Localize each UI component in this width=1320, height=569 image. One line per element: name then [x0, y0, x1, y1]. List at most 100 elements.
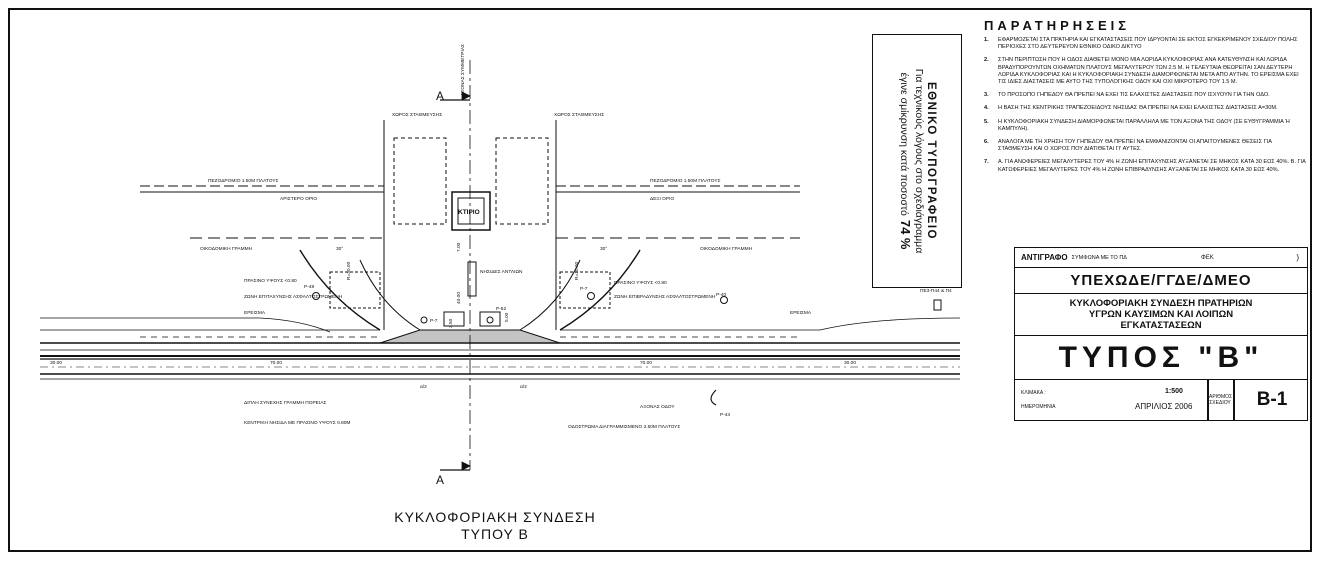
- road-sidewalk-label: ΟΔΟΣΤΡΩΜΑ ΔΙΑΓΡΑΜΜΙΣΜΕΝΟ 2.50Μ ΠΛΑΤΟΥΣ: [568, 424, 680, 430]
- building-line-right-label: ΟΙΚΟΔΟΜΙΚΗ ΓΡΑΜΜΗ: [700, 246, 753, 252]
- project-line-3: ΕΓΚΑΤΑΣΤΑΣΕΩΝ: [1120, 320, 1202, 331]
- stamp-line-2-text: έγινε σμίκρυνση κατά ποσοστό: [898, 72, 910, 216]
- road-axis-label: ΑΞΟΝΑΣ ΟΔΟΥ: [640, 404, 675, 410]
- sidewalk-right-label: ΠΕΖΟΔΡΟΜΙΟ 1.50Μ ΠΛΑΤΟΥΣ: [650, 178, 721, 184]
- date-value: ΑΠΡΙΛΙΟΣ 2006: [1135, 402, 1193, 411]
- drawing-type: ΤΥΠΟΣ "Β": [1015, 336, 1307, 380]
- footer-divider: [1233, 380, 1235, 420]
- copy-row: ΑΝΤΙΓΡΑΦΟ ΣΥΜΦΩΝΑ ΜΕ ΤΟ ΠΔ ΦΕΚ ): [1015, 248, 1307, 268]
- drawing-labels: Α Α ΚΤΙΡΙΟ ΧΩΡΟΣ ΣΤΑΘΜΕΥΣΗΣ ΧΩΡΟΣ ΣΤΑΘΜΕ…: [50, 44, 952, 487]
- stamp-title: ΕΘΝΙΚΟ ΤΥΠΟΓΡΑΦΕΙΟ: [925, 82, 937, 240]
- axes: [440, 60, 471, 471]
- dim-a2-right: α/2: [520, 384, 527, 390]
- green-curb-left-label: ΠΡΑΣΙΝΟ ΥΨΟΥΣ <0.80: [244, 278, 297, 284]
- footer-row: ΚΛΙΜΑΚΑ : 1:500 ΗΜΕΡΟΜΗΝΙΑ ΑΠΡΙΛΙΟΣ 2006…: [1015, 380, 1307, 420]
- main-road: [40, 317, 961, 380]
- note-item: 1. ΕΦΑΡΜΟΖΕΤΑΙ ΣΤΑ ΠΡΑΤΗΡΙΑ ΚΑΙ ΕΓΚΑΤΑΣΤΑ…: [984, 37, 1306, 51]
- note-text: Η ΚΥΚΛΟΦΟΡΙΑΚΗ ΣΥΝΔΕΣΗ ΔΙΑΜΟΡΦΩΝΕΤΑΙ ΠΑΡ…: [998, 118, 1290, 132]
- dim-r30-left: R=30.00: [346, 261, 352, 280]
- shoulder-left-label: ΕΡΕΙΣΜΑ: [244, 310, 266, 316]
- dim-500: 5.00: [504, 312, 510, 322]
- sign-p7-right: Ρ-7: [580, 286, 588, 292]
- note-number: 6.: [984, 139, 989, 146]
- note-number: 1.: [984, 37, 989, 43]
- note-text: ΣΤΗΝ ΠΕΡΙΠΤΩΣΗ ΠΟΥ Η ΟΔΟΣ ΔΙΑΘΕΤΕΙ ΜΟΝΟ …: [998, 57, 1299, 86]
- sign-p7-left: Ρ-7: [430, 318, 438, 324]
- notes-title: ΠΑΡΑΤΗΡΗΣΕΙΣ: [984, 18, 1131, 33]
- stamp-line-2: έγινε σμίκρυνση κατά ποσοστό 74 %: [897, 37, 913, 285]
- note-number: 3.: [984, 92, 989, 99]
- sign-p52: Ρ-52: [496, 306, 506, 312]
- sign-p44: Ρ-44: [720, 412, 730, 418]
- stamp-percent: 74 %: [898, 219, 913, 250]
- scale-value: 1:500: [1165, 388, 1183, 395]
- project-line-2: ΥΓΡΩΝ ΚΑΥΣΙΜΩΝ ΚΑΙ ΛΟΙΠΩΝ: [1088, 309, 1234, 320]
- organization: ΥΠΕΧΩΔΕ/ΓΓΔΕ/ΔΜΕΟ: [1015, 268, 1307, 294]
- footer-divider: [1207, 380, 1209, 420]
- caption-line-2: ΤΥΠΟΥ Β: [461, 526, 529, 542]
- copy-sub: ΣΥΜΦΩΝΑ ΜΕ ΤΟ ΠΔ: [1071, 254, 1127, 261]
- green-curb-right-label: ΠΡΑΣΙΝΟ ΥΨΟΥΣ <0.80: [614, 280, 667, 286]
- connection-geometry: [140, 120, 942, 406]
- parking-right: [495, 137, 549, 225]
- sheet-border: [8, 8, 1312, 552]
- title-block: ΑΝΤΙΓΡΑΦΟ ΣΥΜΦΩΝΑ ΜΕ ΤΟ ΠΔ ΦΕΚ ) ΥΠΕΧΩΔΕ…: [1014, 247, 1308, 421]
- dim-a2-left: α/2: [420, 384, 427, 390]
- continuous-line-label: ΔΙΠΛΗ ΣΥΝΕΧΗΣ ΓΡΑΜΜΗ ΠΟΡΕΙΑΣ: [244, 400, 326, 406]
- parking-right-label: ΧΩΡΟΣ ΣΤΑΘΜΕΥΣΗΣ: [554, 112, 604, 118]
- section-mark-bottom: Α: [436, 473, 444, 487]
- building-line-left-label: ΟΙΚΟΔΟΜΙΚΗ ΓΡΑΜΜΗ: [200, 246, 253, 252]
- stamp-text: ΕΘΝΙΚΟ ΤΥΠΟΓΡΑΦΕΙΟ Για τεχνικούς λόγους …: [897, 37, 937, 285]
- note-number: 5.: [984, 118, 989, 125]
- station-axis-label: ΑΞΟΝΑΣ ΣΥΜΜΕΤΡΙΑΣ: [460, 44, 466, 96]
- sign-p40: Ρ-40: [716, 292, 726, 298]
- note-number: 4.: [984, 105, 989, 112]
- typography-stamp: ΕΘΝΙΚΟ ΤΥΠΟΓΡΑΦΕΙΟ Για τεχνικούς λόγους …: [872, 34, 962, 288]
- copy-label: ΑΝΤΙΓΡΑΦΟ: [1021, 253, 1068, 262]
- angle-30-right: 30°: [600, 246, 607, 252]
- building-label: ΚΤΙΡΙΟ: [458, 209, 480, 216]
- shoulder-right-label: ΕΡΕΙΣΜΑ: [790, 310, 812, 316]
- angle-30-left: 30°: [336, 246, 343, 252]
- copy-fek: ΦΕΚ: [1201, 254, 1214, 261]
- building-box: [451, 191, 491, 231]
- dim-7000-right: 70.00: [640, 360, 652, 366]
- scale-label: ΚΛΙΜΑΚΑ :: [1021, 390, 1046, 396]
- parking-left-label: ΧΩΡΟΣ ΣΤΑΘΜΕΥΣΗΣ: [392, 112, 442, 118]
- decel-zone-label: ΖΩΝΗ ΕΠΙΒΡΑΔΥΝΣΗΣ ΑΣΦΑΛΤΟΣΤΡΩΜΕΝΗ: [614, 294, 716, 300]
- section-mark-top: Α: [436, 89, 444, 103]
- date-label: ΗΜΕΡΟΜΗΝΙΑ: [1021, 404, 1056, 410]
- note-item: 7. α. ΓΙΑ ΑΝΩΦΕΡΕΙΕΣ ΜΕΓΑΛΥΤΕΡΕΣ ΤΟΥ 4% Η…: [984, 159, 1306, 173]
- sidewalk-left-label: ΠΕΖΟΔΡΟΜΙΟ 1.50Μ ΠΛΑΤΟΥΣ: [208, 178, 279, 184]
- project-title: ΚΥΚΛΟΦΟΡΙΑΚΗ ΣΥΝΔΕΣΗ ΠΡΑΤΗΡΙΩΝ ΥΓΡΩΝ ΚΑΥ…: [1015, 294, 1307, 336]
- sheet-label: ΑΡΙΘΜΟΣ ΣΧΕΔΙΟΥ: [1209, 394, 1233, 406]
- dim-350: 3.50: [448, 318, 454, 328]
- note-item: 3. ΤΟ ΠΡΟΣΩΠΟ ΓΗΠΕΔΟΥ ΘΑ ΠΡΕΠΕΙ ΝΑ ΕΧΕΙ Τ…: [984, 92, 1306, 99]
- sign-pe: ΠΕ3-Π44 & Π4: [920, 288, 952, 294]
- note-text: ΑΝΑΛΟΓΑ ΜΕ ΤΗ ΧΡΗΣΗ ΤΟΥ ΓΗΠΕΔΟΥ ΘΑ ΠΡΕΠΕ…: [998, 139, 1272, 153]
- dim-3000-left: 30.00: [50, 360, 62, 366]
- caption-line-1: ΚΥΚΛΟΦΟΡΙΑΚΗ ΣΥΝΔΕΣΗ: [394, 509, 596, 525]
- notes-panel: ΠΑΡΑΤΗΡΗΣΕΙΣ 1. ΕΦΑΡΜΟΖΕΤΑΙ ΣΤΑ ΠΡΑΤΗΡΙΑ …: [976, 18, 1306, 180]
- note-number: 7.: [984, 159, 989, 166]
- parking-left: [393, 137, 447, 225]
- dim-3000-right: 30.00: [844, 360, 856, 366]
- left-limit-label: ΑΡΙΣΤΕΡΟ ΟΡΙΟ: [280, 196, 317, 202]
- note-item: 2. ΣΤΗΝ ΠΕΡΙΠΤΩΣΗ ΠΟΥ Η ΟΔΟΣ ΔΙΑΘΕΤΕΙ ΜΟΝ…: [984, 57, 1306, 86]
- note-item: 6. ΑΝΑΛΟΓΑ ΜΕ ΤΗ ΧΡΗΣΗ ΤΟΥ ΓΗΠΕΔΟΥ ΘΑ ΠΡΕ…: [984, 139, 1306, 153]
- copy-paren: ): [1296, 253, 1299, 262]
- dim-700: 7.00: [456, 242, 462, 252]
- islands-label: ΝΗΣΙΔΕΣ ΑΝΤΛΙΩΝ: [480, 269, 523, 275]
- note-text: α. ΓΙΑ ΑΝΩΦΕΡΕΙΕΣ ΜΕΓΑΛΥΤΕΡΕΣ ΤΟΥ 4% Η Ζ…: [998, 159, 1306, 173]
- accel-zone-label: ΖΩΝΗ ΕΠΙΤΑΧΥΝΣΗΣ ΑΣΦΑΛΤΟΣΤΡΩΜΕΝΗ: [244, 294, 343, 300]
- stamp-line-1: Για τεχνικούς λόγους στο σχεδιάγραμμα: [913, 68, 925, 254]
- drawing-caption: ΚΥΚΛΟΦΟΡΙΑΚΗ ΣΥΝΔΕΣΗ ΤΥΠΟΥ Β: [360, 509, 630, 543]
- right-limit-label: ΔΕΞΙ ΟΡΙΟ: [650, 196, 674, 202]
- note-text: Η ΒΑΣΗ ΤΗΣ ΚΕΝΤΡΙΚΗΣ ΤΡΑΠΕΖΟΕΙΔΟΥΣ ΝΗΣΙΔ…: [998, 105, 1278, 112]
- note-number: 2.: [984, 57, 989, 64]
- note-text: ΕΦΑΡΜΟΖΕΤΑΙ ΣΤΑ ΠΡΑΤΗΡΙΑ ΚΑΙ ΕΓΚΑΤΑΣΤΑΣΕ…: [998, 37, 1298, 51]
- sign-p48: Ρ-48: [304, 284, 314, 290]
- note-text: ΤΟ ΠΡΟΣΩΠΟ ΓΗΠΕΔΟΥ ΘΑ ΠΡΕΠΕΙ ΝΑ ΕΧΕΙ ΤΙΣ…: [998, 92, 1270, 99]
- dim-40: 40.00: [456, 292, 462, 304]
